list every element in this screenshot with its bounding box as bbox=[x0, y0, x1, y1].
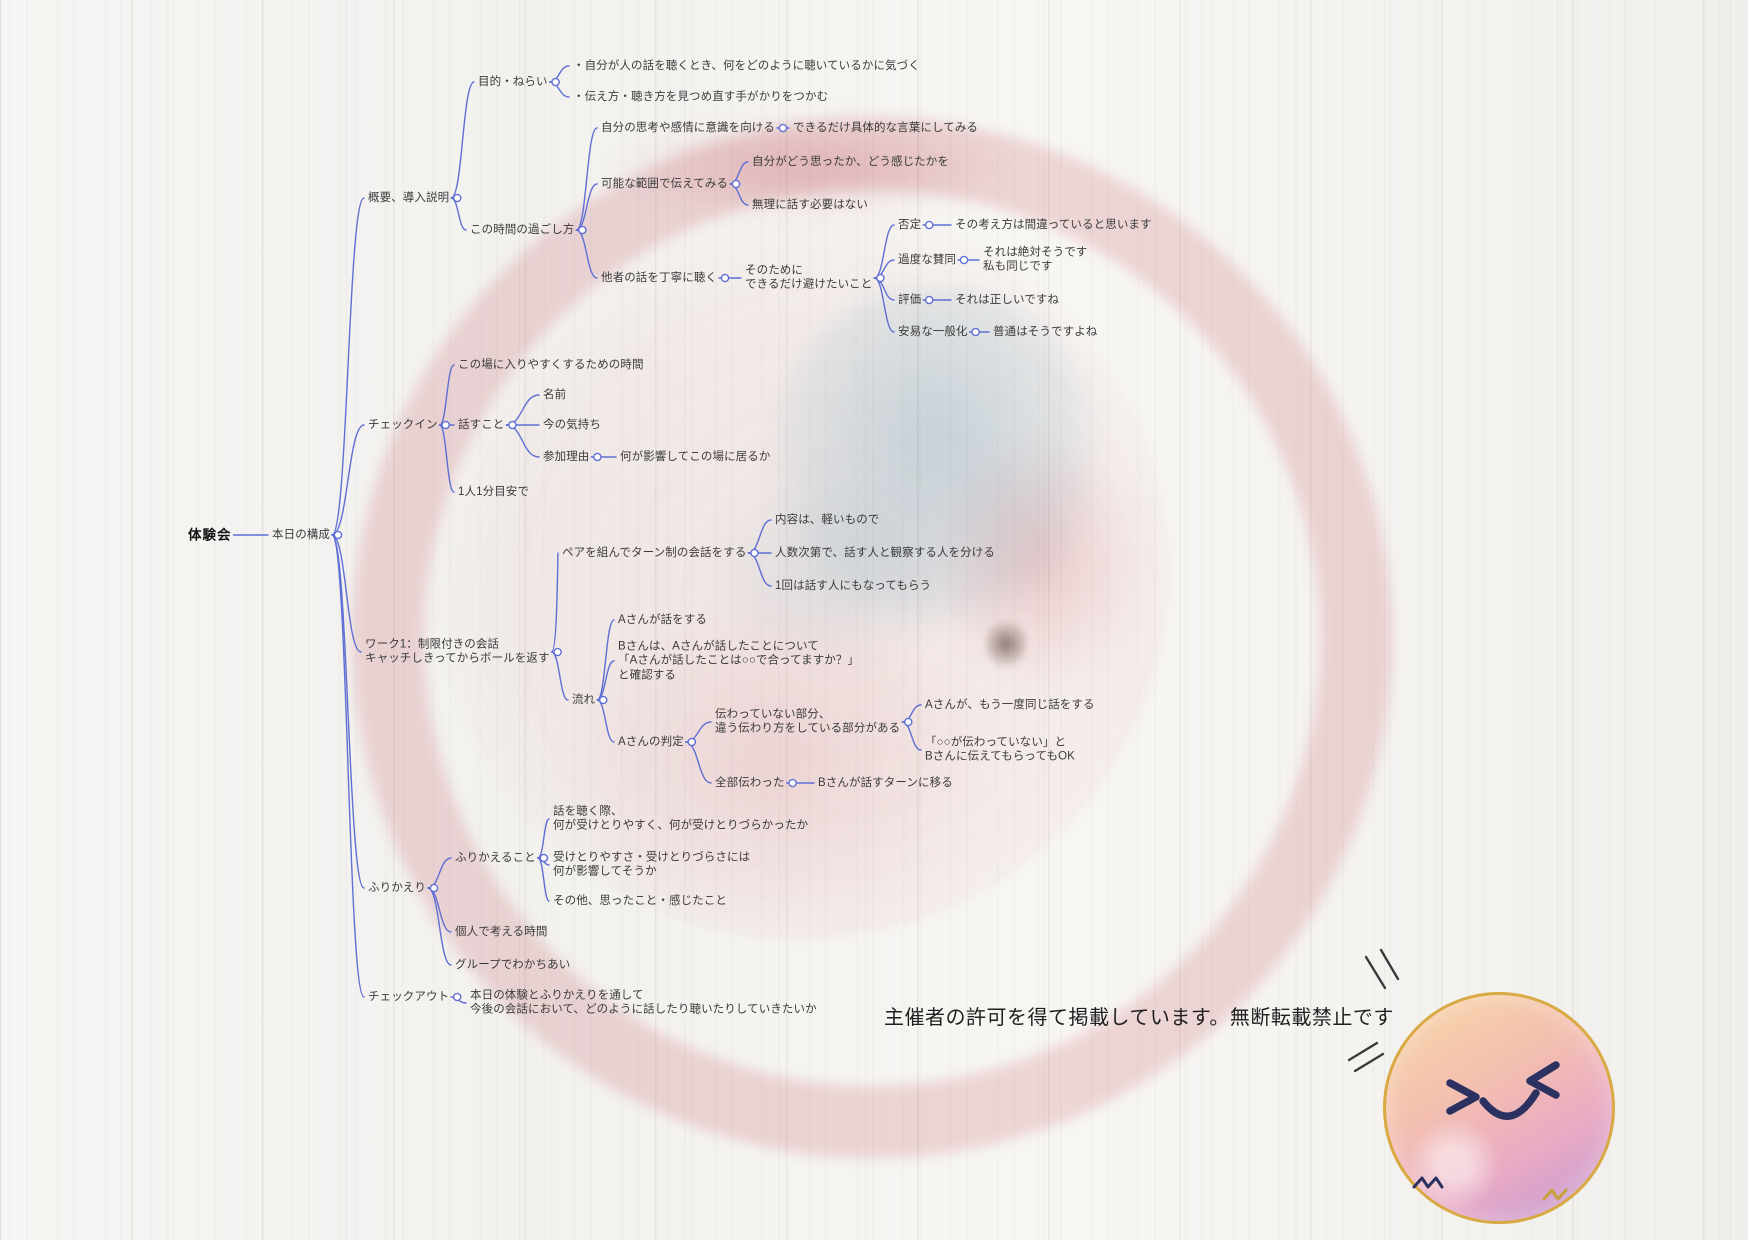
node-work1: ワーク1：制限付きの会話 キャッチしきってからボールを返す bbox=[365, 638, 550, 665]
attribution-note: 主催者の許可を得て掲載しています。無断転載禁止です bbox=[884, 1007, 1394, 1029]
node-howto-3a: そのために できるだけ避けたいこと bbox=[745, 264, 873, 291]
node-howto-1a: できるだけ具体的な言葉にしてみる bbox=[793, 121, 979, 134]
left-eye-icon bbox=[1446, 1079, 1480, 1115]
node-checkout: チェックアウト bbox=[368, 990, 450, 1003]
node-flow-2: Bさんは、Aさんが話したことについて 「Aさんが話したことは○○で合ってますか？… bbox=[618, 640, 860, 682]
node-avoid-overagree: 過度な賛同 bbox=[898, 253, 956, 266]
node-judge-next-turn: Bさんが話すターンに移る bbox=[818, 776, 953, 789]
node-flow: 流れ bbox=[572, 693, 596, 706]
node-reflect-items: ふりかえること bbox=[455, 851, 536, 864]
node-avoid-overagree-example: それは絶対そうです 私も同じです bbox=[983, 246, 1088, 273]
node-howto: この時間の過ごし方 bbox=[470, 223, 575, 236]
node-root: 体験会 bbox=[188, 527, 232, 543]
smile-mouth-icon bbox=[1479, 1089, 1540, 1120]
node-talk-feeling: 今の気持ち bbox=[543, 418, 601, 431]
node-howto-2a: 自分がどう思ったか、どう感じたかを bbox=[752, 155, 949, 168]
node-pair: ペアを組んでターン制の会話をする bbox=[562, 546, 747, 559]
node-structure: 本日の構成 bbox=[272, 528, 330, 541]
node-checkin-2: 話すこと bbox=[458, 418, 505, 431]
node-pair-1: 内容は、軽いもので bbox=[775, 513, 880, 526]
node-checkout-detail: 本日の体験とふりかえりを通して 今後の会話において、どのように話したり聴いたりし… bbox=[470, 989, 817, 1016]
node-reflection: ふりかえり bbox=[368, 881, 426, 894]
node-howto-2: 可能な範囲で伝えてみる bbox=[601, 177, 729, 190]
node-reflect-item-3: その他、思ったこと・感じたこと bbox=[553, 894, 727, 907]
face-sticker bbox=[1383, 992, 1615, 1224]
node-flow-1: Aさんが話をする bbox=[618, 613, 707, 626]
node-talk-reason-detail: 何が影響してこの場に居るか bbox=[620, 450, 771, 463]
node-checkin-1: この場に入りやすくするための時間 bbox=[458, 358, 644, 371]
right-eye-icon bbox=[1526, 1061, 1560, 1099]
squiggle-right-icon bbox=[1542, 1188, 1568, 1201]
node-judge: Aさんの判定 bbox=[618, 735, 684, 748]
node-judge-not-conveyed: 伝わっていない部分、 違う伝わり方をしている部分がある bbox=[715, 708, 901, 735]
node-purpose-item-1: ・自分が人の話を聴くとき、何をどのように聴いているかに気づく bbox=[573, 59, 920, 72]
node-howto-2b: 無理に話す必要はない bbox=[752, 198, 868, 211]
node-purpose-item-2: ・伝え方・聴き方を見つめ直す手がかりをつかむ bbox=[573, 90, 829, 103]
kawaii-face-icon bbox=[1412, 1061, 1568, 1201]
node-purpose: 目的・ねらい bbox=[478, 75, 548, 88]
node-judge-all-conveyed: 全部伝わった bbox=[715, 776, 785, 789]
node-avoid-generalization: 安易な一般化 bbox=[898, 325, 968, 338]
node-reflect-item-1: 話を聴く際、 何が受けとりやすく、何が受けとりづらかったか bbox=[553, 805, 809, 832]
node-reflect-group: グループでわかちあい bbox=[455, 958, 571, 971]
node-howto-3: 他者の話を丁寧に聴く bbox=[601, 271, 717, 284]
node-avoid-denial: 否定 bbox=[898, 218, 922, 231]
node-overview: 概要、導入説明 bbox=[368, 191, 450, 204]
wood-knot-decoration bbox=[985, 615, 1027, 673]
node-pair-3: 1回は話す人にもなってもらう bbox=[775, 579, 932, 592]
node-talk-reason: 参加理由 bbox=[543, 450, 590, 463]
node-avoid-generalization-example: 普通はそうですよね bbox=[993, 325, 1098, 338]
node-avoid-evaluation-example: それは正しいですね bbox=[955, 293, 1060, 306]
node-reflect-individual: 個人で考える時間 bbox=[455, 925, 548, 938]
node-judge-tell-b: 「○○が伝わっていない」と Bさんに伝えてもらってもOK bbox=[925, 736, 1075, 763]
node-judge-retell: Aさんが、もう一度同じ話をする bbox=[925, 698, 1095, 711]
node-avoid-denial-example: その考え方は間違っていると思います bbox=[955, 218, 1152, 231]
node-reflect-item-2: 受けとりやすさ・受けとりづらさには 何が影響してそうか bbox=[553, 851, 751, 878]
node-pair-2: 人数次第で、話す人と観察する人を分ける bbox=[775, 546, 995, 559]
node-avoid-evaluation: 評価 bbox=[898, 293, 922, 306]
node-talk-name: 名前 bbox=[543, 388, 567, 401]
node-howto-1: 自分の思考や感情に意識を向ける bbox=[601, 121, 775, 134]
node-checkin: チェックイン bbox=[368, 418, 438, 431]
node-checkin-3: 1人1分目安で bbox=[458, 485, 529, 498]
squiggle-left-icon bbox=[1412, 1176, 1444, 1189]
